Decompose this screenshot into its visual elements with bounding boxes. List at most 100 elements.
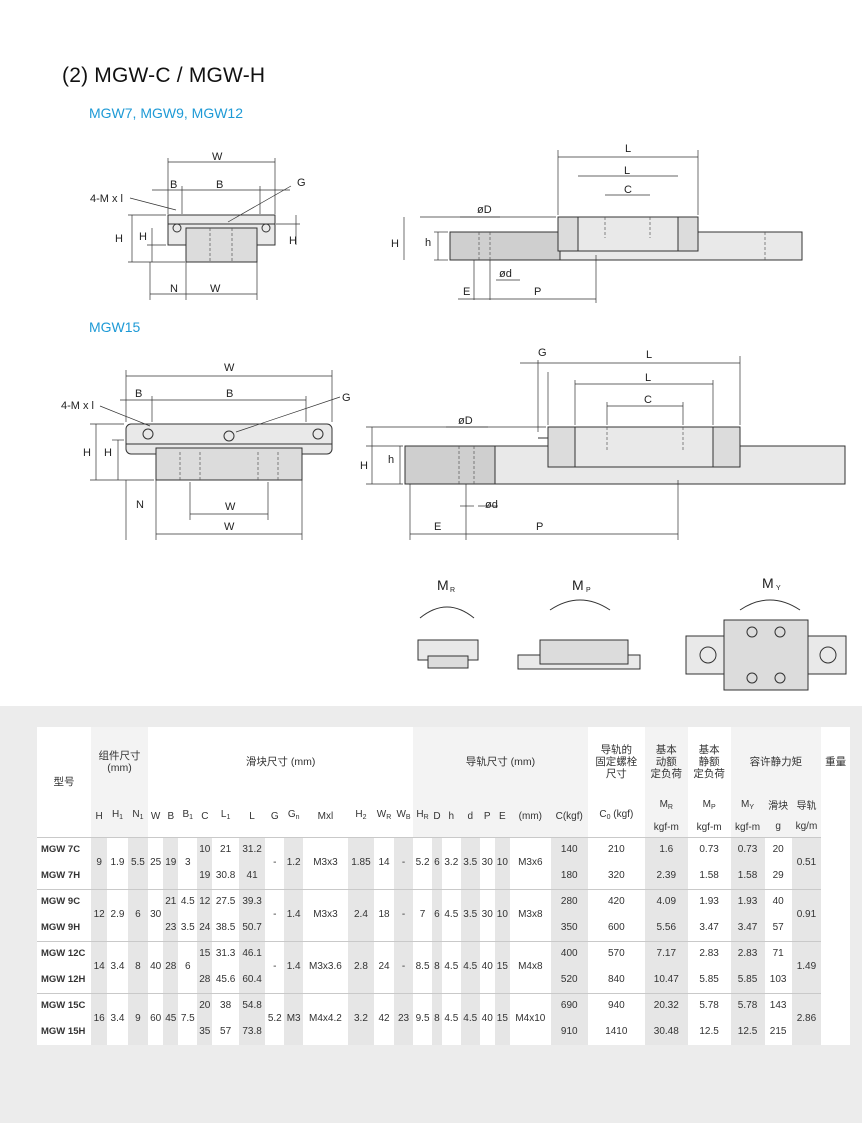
cell-hr: 5.2 — [413, 836, 433, 889]
cell-mp: 2.83 — [687, 940, 731, 967]
col-header: H — [91, 797, 108, 837]
cell-b1: 3 — [178, 836, 198, 889]
cell-l: 31.2 — [238, 836, 266, 863]
cell-g: 20 — [764, 836, 792, 863]
col-header: E — [494, 797, 510, 837]
model-name: MGW 9C — [37, 888, 91, 915]
cell-cd: 280 — [550, 888, 588, 915]
cell-c: 35 — [197, 1019, 213, 1045]
cell-n: 9 — [127, 992, 149, 1045]
h-weight: 重量 — [821, 727, 850, 797]
model-name: MGW 15C — [37, 992, 91, 1019]
cell-e: 15 — [494, 992, 510, 1045]
section-title-small: MGW7, MGW9, MGW12 — [89, 105, 243, 121]
cell-n: 5.5 — [127, 836, 149, 889]
cell-g: 29 — [764, 863, 792, 889]
model-name: MGW 12H — [37, 967, 91, 993]
cell-c0: 570 — [587, 940, 645, 967]
cell-my: 2.83 — [730, 940, 765, 967]
h-rail: 导轨尺寸 (mm) — [413, 727, 588, 797]
cell-mr: 1.6 — [644, 836, 688, 863]
side-view-mgw15: L L C G øD h H ød E P — [360, 347, 846, 540]
cell-g: - — [265, 836, 285, 889]
cell-gn: 1.4 — [284, 888, 304, 941]
cell-gn: M3 — [284, 992, 304, 1045]
cell-l: 50.7 — [238, 915, 266, 941]
col-header: H2 — [347, 797, 375, 837]
cell-l: 73.8 — [238, 1019, 266, 1045]
model-name: MGW 12C — [37, 940, 91, 967]
svg-text:H: H — [139, 231, 147, 243]
col-header: N1 — [127, 797, 149, 837]
svg-text:H: H — [289, 235, 297, 247]
cell-wr: 14 — [374, 836, 394, 889]
cell-c: 19 — [197, 863, 213, 889]
spec-table: 型号 组件尺寸 (mm) 滑块尺寸 (mm) 导轨尺寸 (mm) 导轨的 固定螺… — [37, 727, 850, 1045]
cell-h: 12 — [91, 888, 108, 941]
cell-cd: 350 — [550, 915, 588, 941]
col-header: W — [148, 797, 164, 837]
cell-mr: 2.39 — [644, 863, 688, 889]
cell-c0: 1410 — [587, 1019, 645, 1045]
cell-b1: 3.5 — [178, 915, 198, 941]
cell-g: - — [265, 940, 285, 993]
cell-mr: 7.17 — [644, 940, 688, 967]
cell-cd: 400 — [550, 940, 588, 967]
h-block: 滑块尺寸 (mm) — [148, 727, 414, 797]
cell-d: 8 — [432, 940, 442, 993]
cell-kg: 2.86 — [791, 992, 822, 1045]
cell-c: 28 — [197, 967, 213, 993]
svg-text:B: B — [216, 179, 223, 191]
svg-text:H: H — [391, 238, 399, 250]
col-header: d — [460, 797, 480, 837]
cell-gn: 1.4 — [284, 940, 304, 993]
col-header: D — [432, 797, 442, 837]
technical-drawings: W B B G 4-M x l H H H N W L L C øD h — [61, 143, 847, 691]
svg-text:H: H — [115, 233, 123, 245]
cell-wr: 18 — [374, 888, 394, 941]
cell-n: 6 — [127, 888, 149, 941]
cell-wb: - — [393, 836, 414, 889]
cell-kg: 0.91 — [791, 888, 822, 941]
svg-text:L: L — [625, 143, 631, 155]
svg-text:G: G — [297, 177, 306, 189]
svg-text:øD: øD — [477, 204, 492, 216]
cell-g: 103 — [764, 967, 792, 993]
cell-c0: 420 — [587, 888, 645, 915]
front-view-mgw15: W B B G 4-M x l H H N W W — [61, 362, 351, 540]
col-header: WR — [374, 797, 394, 837]
cell-wr: 42 — [374, 992, 394, 1045]
svg-text:W: W — [212, 151, 223, 163]
svg-text:L: L — [646, 349, 652, 361]
cell-w: 25 — [148, 836, 164, 889]
cell-mp: 1.93 — [687, 888, 731, 915]
cell-mr: 20.32 — [644, 992, 688, 1019]
cell-h2: 1.85 — [347, 836, 375, 889]
cell-g: 143 — [764, 992, 792, 1019]
cell-l: 46.1 — [238, 940, 266, 967]
svg-text:h: h — [425, 237, 431, 249]
col-header: B — [163, 797, 179, 837]
svg-text:4-M x l: 4-M x l — [61, 400, 94, 412]
svg-text:C: C — [644, 394, 652, 406]
cell-p: 30 — [479, 888, 495, 941]
cell-mp: 5.85 — [687, 967, 731, 993]
cell-b1: 4.5 — [178, 888, 198, 915]
cell-mp: 0.73 — [687, 836, 731, 863]
cell-e: 10 — [494, 836, 510, 889]
svg-text:H: H — [360, 460, 368, 472]
cell-b1: 6 — [178, 940, 198, 993]
cell-h: 3.2 — [441, 836, 461, 889]
svg-text:N: N — [136, 499, 144, 511]
cell-c0: 320 — [587, 863, 645, 889]
cell-g: 40 — [764, 888, 792, 915]
cell-h2: 2.4 — [347, 888, 375, 941]
cell-bolt: M4x10 — [509, 992, 551, 1045]
h-dyn: 基本 动额 定负荷 — [644, 727, 688, 797]
